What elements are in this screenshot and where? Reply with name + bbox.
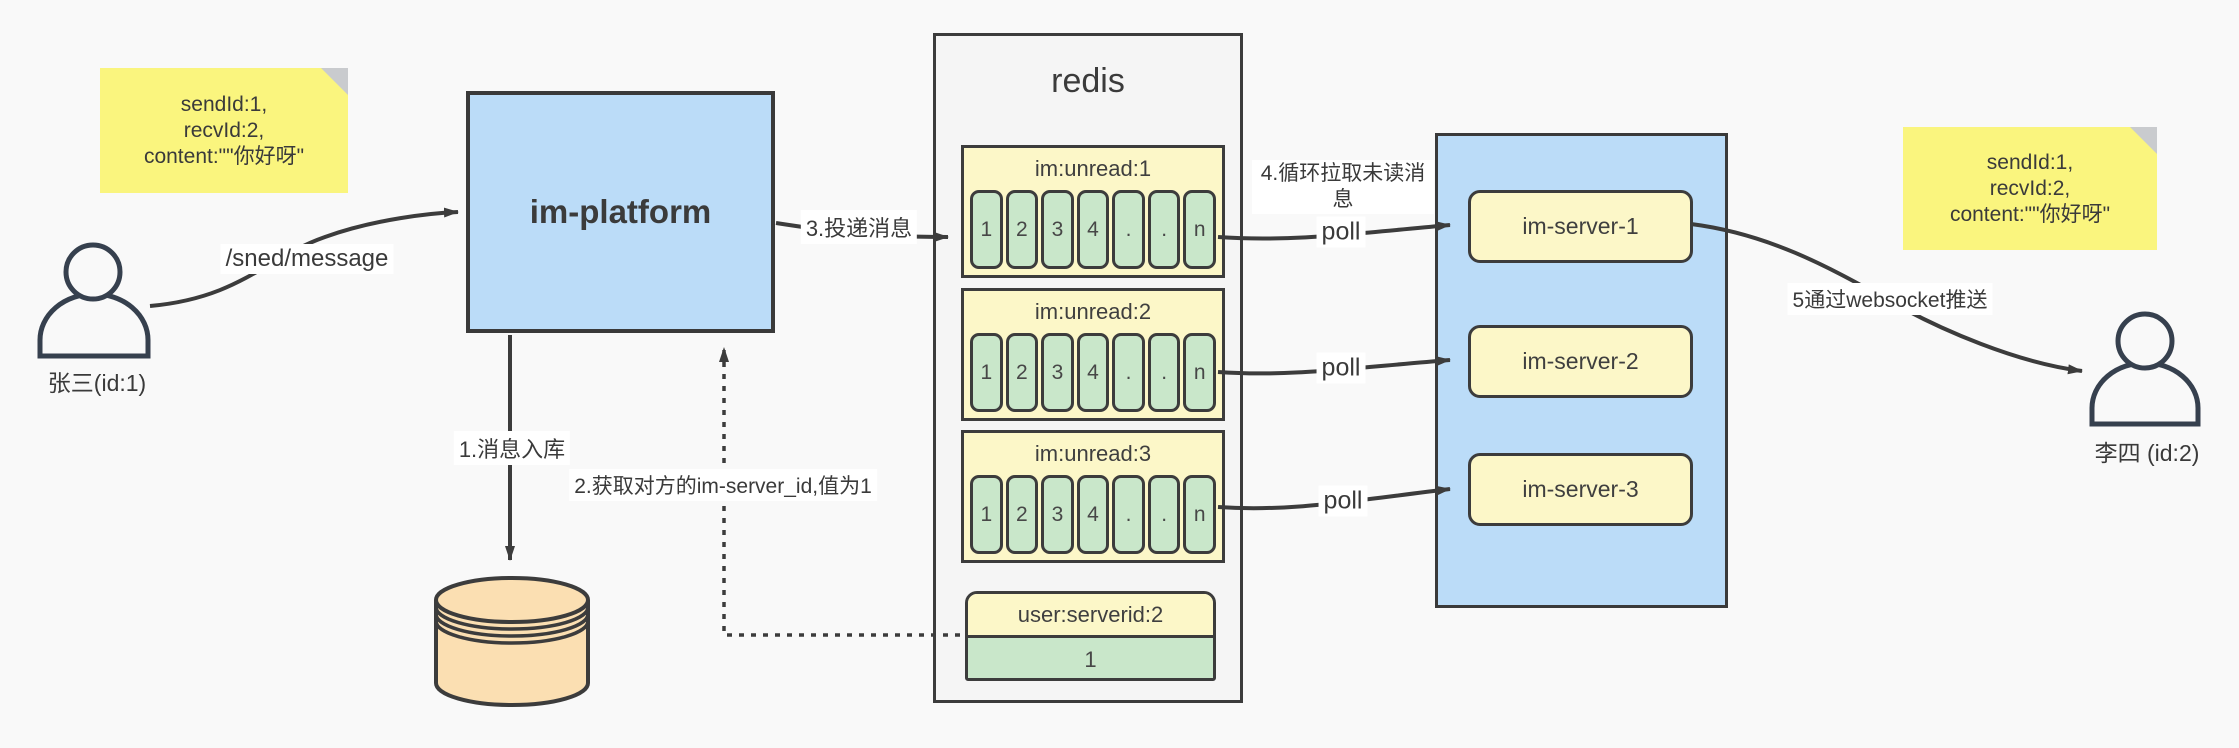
kv-value: 1 — [968, 638, 1213, 678]
note-fold-icon — [321, 68, 348, 95]
receiver-note: sendId:1, recvId:2, content:""你好呀" — [1903, 127, 2157, 250]
im-platform-box: im-platform — [466, 91, 775, 333]
note-fold-icon — [2130, 127, 2157, 154]
im-server-label: im-server-3 — [1522, 476, 1639, 502]
queue-cell: . — [1112, 475, 1145, 554]
queue-cell: 3 — [1041, 190, 1074, 269]
queue-cell: n — [1183, 333, 1217, 412]
queue-cell: 1 — [970, 333, 1003, 412]
im-server-1-box: im-server-1 — [1468, 190, 1693, 263]
poll-label-1: poll — [1316, 216, 1366, 248]
im-server-label: im-server-1 — [1522, 213, 1639, 239]
queue-cell: 2 — [1005, 190, 1039, 269]
redis-title: redis — [1051, 62, 1125, 100]
poll-label-3: poll — [1318, 485, 1368, 517]
queue-cell: 3 — [1041, 333, 1074, 412]
queue-cells: 1 2 3 4 . . n — [964, 475, 1222, 554]
queue-cell: 4 — [1076, 190, 1110, 269]
label-step1: 1.消息入库 — [453, 431, 571, 465]
queue-cell: n — [1183, 475, 1217, 554]
label-step5: 5通过websocket推送 — [1787, 283, 1993, 315]
queue-cell: 2 — [1005, 333, 1039, 412]
receiver-person-icon — [2089, 311, 2201, 427]
im-server-container: im-server-1 im-server-2 im-server-3 — [1435, 133, 1728, 608]
queue-cells: 1 2 3 4 . . n — [964, 190, 1222, 269]
poll-label-2: poll — [1316, 352, 1366, 384]
im-server-label: im-server-2 — [1522, 348, 1639, 374]
queue-cells: 1 2 3 4 . . n — [964, 333, 1222, 412]
queue-cell: 4 — [1076, 333, 1110, 412]
note-line: recvId:2, — [183, 118, 265, 142]
queue-cell: 1 — [970, 475, 1003, 554]
label-step3: 3.投递消息 — [800, 210, 918, 244]
redis-container: redis im:unread:1 1 2 3 4 . . n im:unrea… — [933, 33, 1243, 703]
note-line: content:""你好呀" — [1949, 202, 2111, 226]
note-line: sendId:1, — [180, 92, 268, 116]
queue-cell: 4 — [1076, 475, 1110, 554]
label-step4: 4.循环拉取未读消息 — [1252, 160, 1434, 214]
sender-note: sendId:1, recvId:2, content:""你好呀" — [100, 68, 348, 193]
queue-cell: . — [1147, 333, 1181, 412]
receiver-label: 李四 (id:2) — [2094, 440, 2200, 466]
unread-queue-3: im:unread:3 1 2 3 4 . . n — [961, 430, 1225, 563]
user-serverid-box: user:serverid:2 1 — [965, 591, 1216, 681]
queue-cell: . — [1147, 475, 1181, 554]
sender-label: 张三(id:1) — [47, 370, 147, 396]
unread-queue-2: im:unread:2 1 2 3 4 . . n — [961, 288, 1225, 421]
note-line: recvId:2, — [1989, 176, 2071, 200]
queue-cell: . — [1112, 333, 1145, 412]
queue-title: im:unread:2 — [1034, 299, 1152, 324]
kv-title: user:serverid:2 — [968, 594, 1213, 638]
queue-cell: 2 — [1005, 475, 1039, 554]
send-arrow-label: /sned/message — [220, 244, 394, 274]
queue-cell: 1 — [970, 190, 1003, 269]
unread-queue-1: im:unread:1 1 2 3 4 . . n — [961, 145, 1225, 278]
label-step2: 2.获取对方的im-server_id,值为1 — [569, 469, 877, 501]
note-line: content:""你好呀" — [143, 144, 305, 168]
queue-cell: . — [1112, 190, 1145, 269]
note-line: sendId:1, — [1986, 150, 2074, 174]
queue-title: im:unread:3 — [1034, 441, 1152, 466]
im-server-2-box: im-server-2 — [1468, 325, 1693, 398]
im-server-3-box: im-server-3 — [1468, 453, 1693, 526]
queue-title: im:unread:1 — [1034, 156, 1152, 181]
sender-person-icon — [37, 242, 151, 359]
im-platform-label: im-platform — [529, 193, 712, 230]
queue-cell: 3 — [1041, 475, 1074, 554]
queue-cell: n — [1183, 190, 1217, 269]
queue-cell: . — [1147, 190, 1181, 269]
mysql-cylinder-icon — [434, 576, 590, 707]
